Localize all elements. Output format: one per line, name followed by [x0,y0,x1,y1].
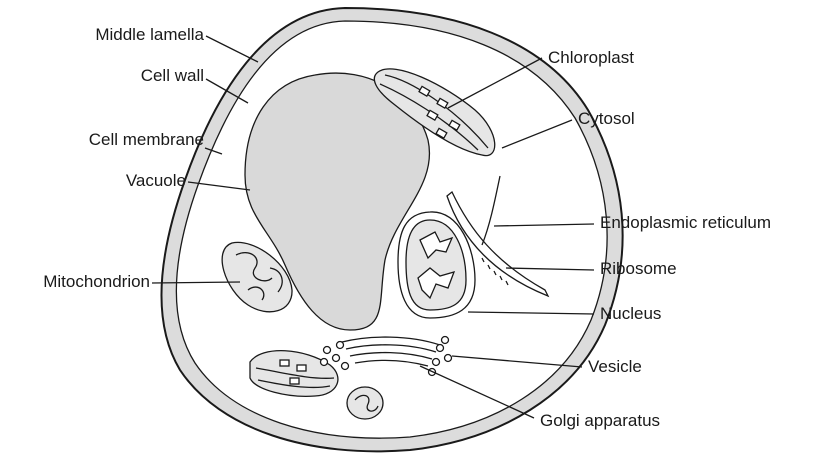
label-cell-membrane: Cell membrane [89,130,204,149]
label-vacuole: Vacuole [126,171,186,190]
label-middle-lamella: Middle lamella [95,25,204,44]
label-golgi-apparatus: Golgi apparatus [540,411,660,430]
leader-middle-lamella [206,36,258,62]
label-endoplasmic-reticulum: Endoplasmic reticulum [600,213,771,232]
label-cell-wall: Cell wall [141,66,204,85]
label-nucleus: Nucleus [600,304,661,323]
small-organelle [347,387,383,419]
label-ribosome: Ribosome [600,259,677,278]
label-chloroplast: Chloroplast [548,48,634,67]
label-vesicle: Vesicle [588,357,642,376]
label-mitochondrion: Mitochondrion [43,272,150,291]
label-cytosol: Cytosol [578,109,635,128]
